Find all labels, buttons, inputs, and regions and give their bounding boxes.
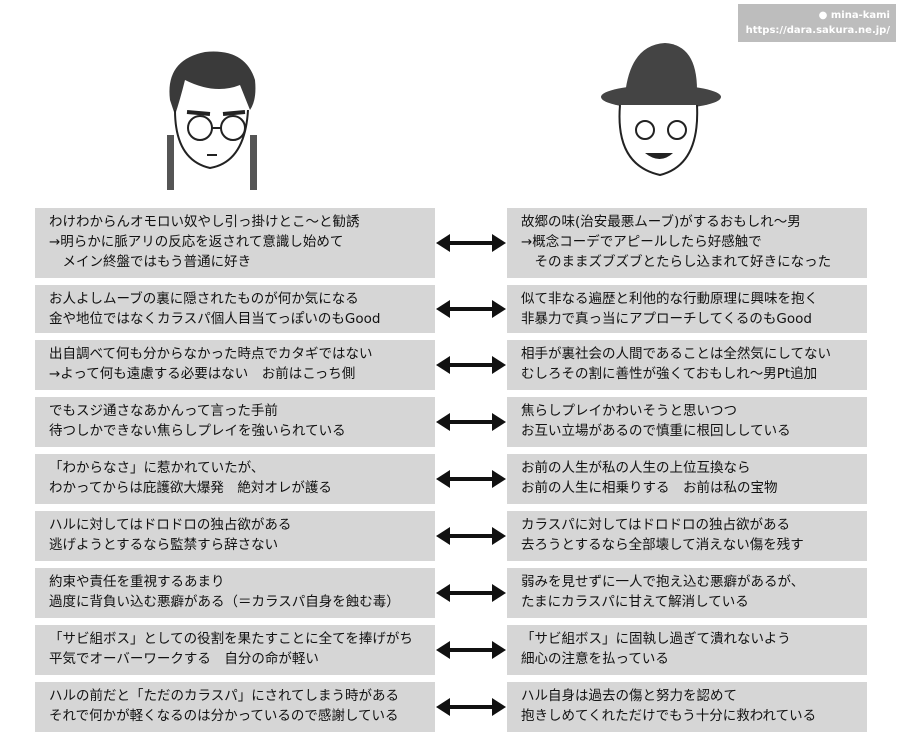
left-trait-box: 約束や責任を重視するあまり過度に背負い込む悪癖がある（＝カラスパ自身を蝕む毒） <box>35 568 435 618</box>
double-arrow-icon <box>436 356 506 374</box>
trait-line: →よって何も遠慮する必要はない お前はこっち側 <box>49 366 356 382</box>
trait-line: お前の人生が私の人生の上位互換なら <box>521 460 751 476</box>
left-trait-box: わけわからんオモロい奴やし引っ掛けとこ〜と勧誘 →明らかに脈アリの反応を返されて意… <box>35 208 435 278</box>
trait-line: 出自調べて何も分からなかった時点でカタギではない <box>49 346 373 362</box>
trait-line: わけわからんオモロい奴やし引っ掛けとこ〜と勧誘 <box>49 214 360 230</box>
watermark-url[interactable]: https://dara.sakura.ne.jp/ <box>745 25 890 36</box>
trait-line: お前の人生に相乗りする お前は私の宝物 <box>521 480 778 496</box>
trait-line: 待つしかできない焦らしプレイを強いられている <box>49 423 346 439</box>
double-arrow-icon <box>436 234 506 252</box>
double-arrow-icon <box>436 470 506 488</box>
double-arrow-icon <box>436 641 506 659</box>
trait-line: 過度に背負い込む悪癖がある（＝カラスパ自身を蝕む毒） <box>49 594 400 610</box>
left-trait-box: 出自調べて何も分からなかった時点でカタギではない →よって何も遠慮する必要はない … <box>35 340 435 390</box>
right-trait-box: 焦らしプレイかわいそうと思いつつお互い立場があるので慎重に根回ししている <box>507 397 867 447</box>
double-arrow-icon <box>436 300 506 318</box>
trait-line: 「わからなさ」に惹かれていたが、 <box>49 460 265 476</box>
trait-line: 「サビ組ボス」に固執し過ぎて潰れないよう <box>521 631 791 647</box>
trait-line: 弱みを見せずに一人で抱え込む悪癖があるが、 <box>521 574 805 590</box>
trait-line: ハルに対してはドロドロの独占欲がある <box>49 517 292 533</box>
right-trait-box: 似て非なる遍歴と利他的な行動原理に興味を抱く非暴力で真っ当にアプローチしてくるの… <box>507 285 867 333</box>
right-trait-box: 相手が裏社会の人間であることは全然気にしてないむしろその割に善性が強くておもしれ… <box>507 340 867 390</box>
trait-line: でもスジ通さなあかんって言った手前 <box>49 403 278 419</box>
trait-line: 故郷の味(治安最悪ムーブ)がするおもしれ〜男 <box>521 214 801 230</box>
left-trait-box: でもスジ通さなあかんって言った手前待つしかできない焦らしプレイを強いられている <box>35 397 435 447</box>
watermark: ● mina-kami https://dara.sakura.ne.jp/ <box>738 4 896 42</box>
trait-line: ハル自身は過去の傷と努力を認めて <box>521 688 737 704</box>
left-trait-box: 「サビ組ボス」としての役割を果たすことに全てを捧げがち平気でオーバーワークする … <box>35 625 435 675</box>
left-trait-box: 「わからなさ」に惹かれていたが、わかってからは庇護欲大爆発 絶対オレが護る <box>35 454 435 504</box>
trait-line: ハルの前だと「ただのカラスパ」にされてしまう時がある <box>49 688 400 704</box>
trait-line: 平気でオーバーワークする 自分の命が軽い <box>49 651 319 667</box>
trait-line: 相手が裏社会の人間であることは全然気にしてない <box>521 346 831 362</box>
trait-line: わかってからは庇護欲大爆発 絶対オレが護る <box>49 480 332 496</box>
trait-line: お互い立場があるので慎重に根回ししている <box>521 423 791 439</box>
trait-line: それで何かが軽くなるのは分かっているので感謝している <box>49 708 399 724</box>
trait-line: カラスパに対してはドロドロの独占欲がある <box>521 517 791 533</box>
trait-line: お人よしムーブの裏に隠されたものが何か気になる <box>49 291 359 307</box>
character-right-hat-illustration <box>601 43 721 177</box>
trait-line: 似て非なる遍歴と利他的な行動原理に興味を抱く <box>521 291 818 307</box>
trait-line: そのままズブズブとたらし込まれて好きになった <box>521 254 832 270</box>
trait-line: 金や地位ではなくカラスパ個人目当てっぽいのもGood <box>49 311 381 327</box>
trait-line: たまにカラスパに甘えて解消している <box>521 594 749 610</box>
double-arrow-icon <box>436 413 506 431</box>
right-trait-box: カラスパに対してはドロドロの独占欲がある去ろうとするなら全部壊して消えない傷を残… <box>507 511 867 561</box>
trait-line: 去ろうとするなら全部壊して消えない傷を残す <box>521 537 804 553</box>
right-trait-box: お前の人生が私の人生の上位互換ならお前の人生に相乗りする お前は私の宝物 <box>507 454 867 504</box>
lightbulb-icon: ● <box>818 10 828 21</box>
character-left-glasses-illustration <box>167 51 257 190</box>
trait-line: 逃げようとするなら監禁すら辞さない <box>49 537 279 553</box>
trait-line: 抱きしめてくれただけでもう十分に救われている <box>521 708 817 724</box>
left-trait-box: お人よしムーブの裏に隠されたものが何か気になる金や地位ではなくカラスパ個人目当て… <box>35 285 435 333</box>
left-trait-box: ハルに対してはドロドロの独占欲がある逃げようとするなら監禁すら辞さない <box>35 511 435 561</box>
watermark-name: mina-kami <box>830 10 890 21</box>
trait-line: 「サビ組ボス」としての役割を果たすことに全てを捧げがち <box>49 631 413 647</box>
right-trait-box: 「サビ組ボス」に固執し過ぎて潰れないよう細心の注意を払っている <box>507 625 867 675</box>
trait-line: →明らかに脈アリの反応を返されて意識し始めて <box>49 234 344 250</box>
trait-line: 非暴力で真っ当にアプローチしてくるのもGood <box>521 311 812 327</box>
right-trait-box: 弱みを見せずに一人で抱え込む悪癖があるが、たまにカラスパに甘えて解消している <box>507 568 867 618</box>
double-arrow-icon <box>436 584 506 602</box>
trait-line: 細心の注意を払っている <box>521 651 669 667</box>
trait-line: 約束や責任を重視するあまり <box>49 574 225 590</box>
right-trait-box: ハル自身は過去の傷と努力を認めて抱きしめてくれただけでもう十分に救われている <box>507 682 867 732</box>
left-trait-box: ハルの前だと「ただのカラスパ」にされてしまう時があるそれで何かが軽くなるのは分か… <box>35 682 435 732</box>
trait-line: メイン終盤ではもう普通に好き <box>49 254 252 270</box>
double-arrow-icon <box>436 527 506 545</box>
right-trait-box: 故郷の味(治安最悪ムーブ)がするおもしれ〜男 →概念コーデでアピールしたら好感触で… <box>507 208 867 278</box>
trait-line: 焦らしプレイかわいそうと思いつつ <box>521 403 737 419</box>
trait-line: むしろその割に善性が強くておもしれ〜男Pt追加 <box>521 366 818 382</box>
double-arrow-icon <box>436 698 506 716</box>
trait-line: →概念コーデでアピールしたら好感触で <box>521 234 762 250</box>
